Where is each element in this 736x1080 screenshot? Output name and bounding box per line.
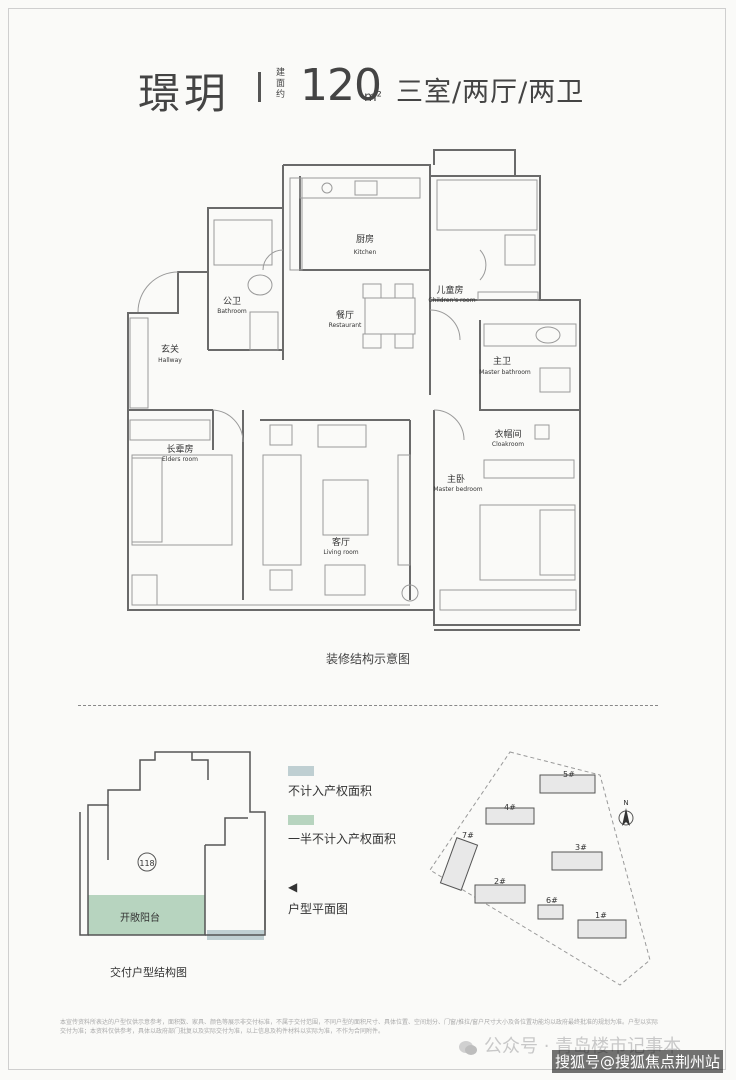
legend-half: 一半不计入产权面积 bbox=[288, 832, 397, 846]
area-value: 120 bbox=[300, 60, 382, 111]
building-7 bbox=[439, 837, 479, 891]
watermark-source: 搜狐号@搜狐焦点荆州站 bbox=[552, 1050, 724, 1073]
svg-text:N: N bbox=[623, 799, 628, 807]
master-bath-label: 主卫 bbox=[493, 355, 511, 367]
building-3 bbox=[551, 851, 603, 871]
living-room-label-en: Living room bbox=[323, 549, 358, 556]
dining-label: 餐厅 bbox=[336, 309, 354, 321]
project-name: 璟玥 bbox=[138, 69, 231, 118]
legend-swatch-half bbox=[288, 815, 314, 825]
building-4-label: 4# bbox=[504, 803, 516, 812]
children-room-label: 儿童房 bbox=[436, 284, 463, 296]
area-unit: m² bbox=[364, 90, 382, 105]
balcony-area bbox=[88, 895, 205, 935]
north-arrow-icon: N bbox=[618, 799, 634, 826]
section-divider bbox=[78, 705, 658, 706]
legend-excluded: 不计入产权面积 bbox=[288, 784, 373, 798]
building-5 bbox=[539, 774, 596, 794]
disclaimer: 本宣传资料所表达的户型仅供示意参考，面积数、家具、颜色等展示非交付标准，不属于交… bbox=[60, 1019, 659, 1035]
site-boundary bbox=[429, 751, 651, 986]
legend-plan: 户型平面图 bbox=[288, 902, 349, 916]
building-2-label: 2# bbox=[494, 877, 506, 886]
kitchen-label-en: Kitchen bbox=[354, 249, 377, 256]
title-block: 璟玥 建面约 120 m² 三室/两厅/两卫 bbox=[0, 60, 736, 120]
building-3-label: 3# bbox=[575, 843, 587, 852]
page-frame bbox=[8, 8, 726, 1070]
building-4 bbox=[485, 807, 535, 825]
decor-plan-caption: 装修结构示意图 bbox=[325, 652, 410, 666]
elders-room-label: 长辈房 bbox=[166, 443, 193, 455]
master-bath-label-en: Master bathroom bbox=[479, 369, 531, 376]
living-room-label: 客厅 bbox=[332, 536, 350, 548]
cloakroom-label-en: Cloakroom bbox=[492, 441, 524, 448]
master-bedroom-label-en: Master bedroom bbox=[433, 486, 482, 493]
wechat-icon bbox=[459, 1041, 477, 1055]
public-bath-label-en: Bathroom bbox=[217, 308, 247, 315]
area-label: 建面约 bbox=[276, 68, 286, 100]
children-room-label-en: Children's room bbox=[428, 297, 475, 304]
dining-label-en: Restaurant bbox=[329, 322, 362, 329]
cloakroom-label: 衣帽间 bbox=[494, 428, 521, 440]
building-2 bbox=[474, 884, 526, 904]
building-1 bbox=[577, 919, 627, 939]
building-6 bbox=[537, 904, 564, 920]
delivery-floor-plan: 118 开敞阳台 5# 4# 3# 7# 2# 6# 1# N bbox=[79, 751, 651, 986]
elders-room-label-en: Elders room bbox=[162, 456, 198, 463]
building-1-label: 1# bbox=[595, 911, 607, 920]
master-bedroom-label: 主卧 bbox=[447, 473, 465, 485]
unit-marker: 118 bbox=[139, 859, 154, 868]
legend-plan-marker-icon: ◀ bbox=[288, 880, 298, 894]
hallway-label: 玄关 bbox=[161, 343, 179, 355]
public-bath-label: 公卫 bbox=[223, 296, 241, 307]
delivery-plan-caption: 交付户型结构图 bbox=[110, 966, 187, 979]
legend-swatch-excluded bbox=[288, 766, 314, 776]
hallway-label-en: Hallway bbox=[158, 357, 182, 364]
balcony-label: 开敞阳台 bbox=[120, 911, 160, 924]
title-divider bbox=[258, 72, 261, 102]
building-5-label: 5# bbox=[563, 770, 575, 779]
decorated-floor-plan: 厨房 Kitchen 公卫 Bathroom 玄关 Hallway 餐厅 Res… bbox=[127, 149, 581, 631]
kitchen-label: 厨房 bbox=[356, 233, 374, 245]
building-6-label: 6# bbox=[546, 896, 558, 905]
building-7-label: 7# bbox=[462, 831, 474, 840]
layout-type: 三室/两厅/两卫 bbox=[396, 77, 585, 108]
